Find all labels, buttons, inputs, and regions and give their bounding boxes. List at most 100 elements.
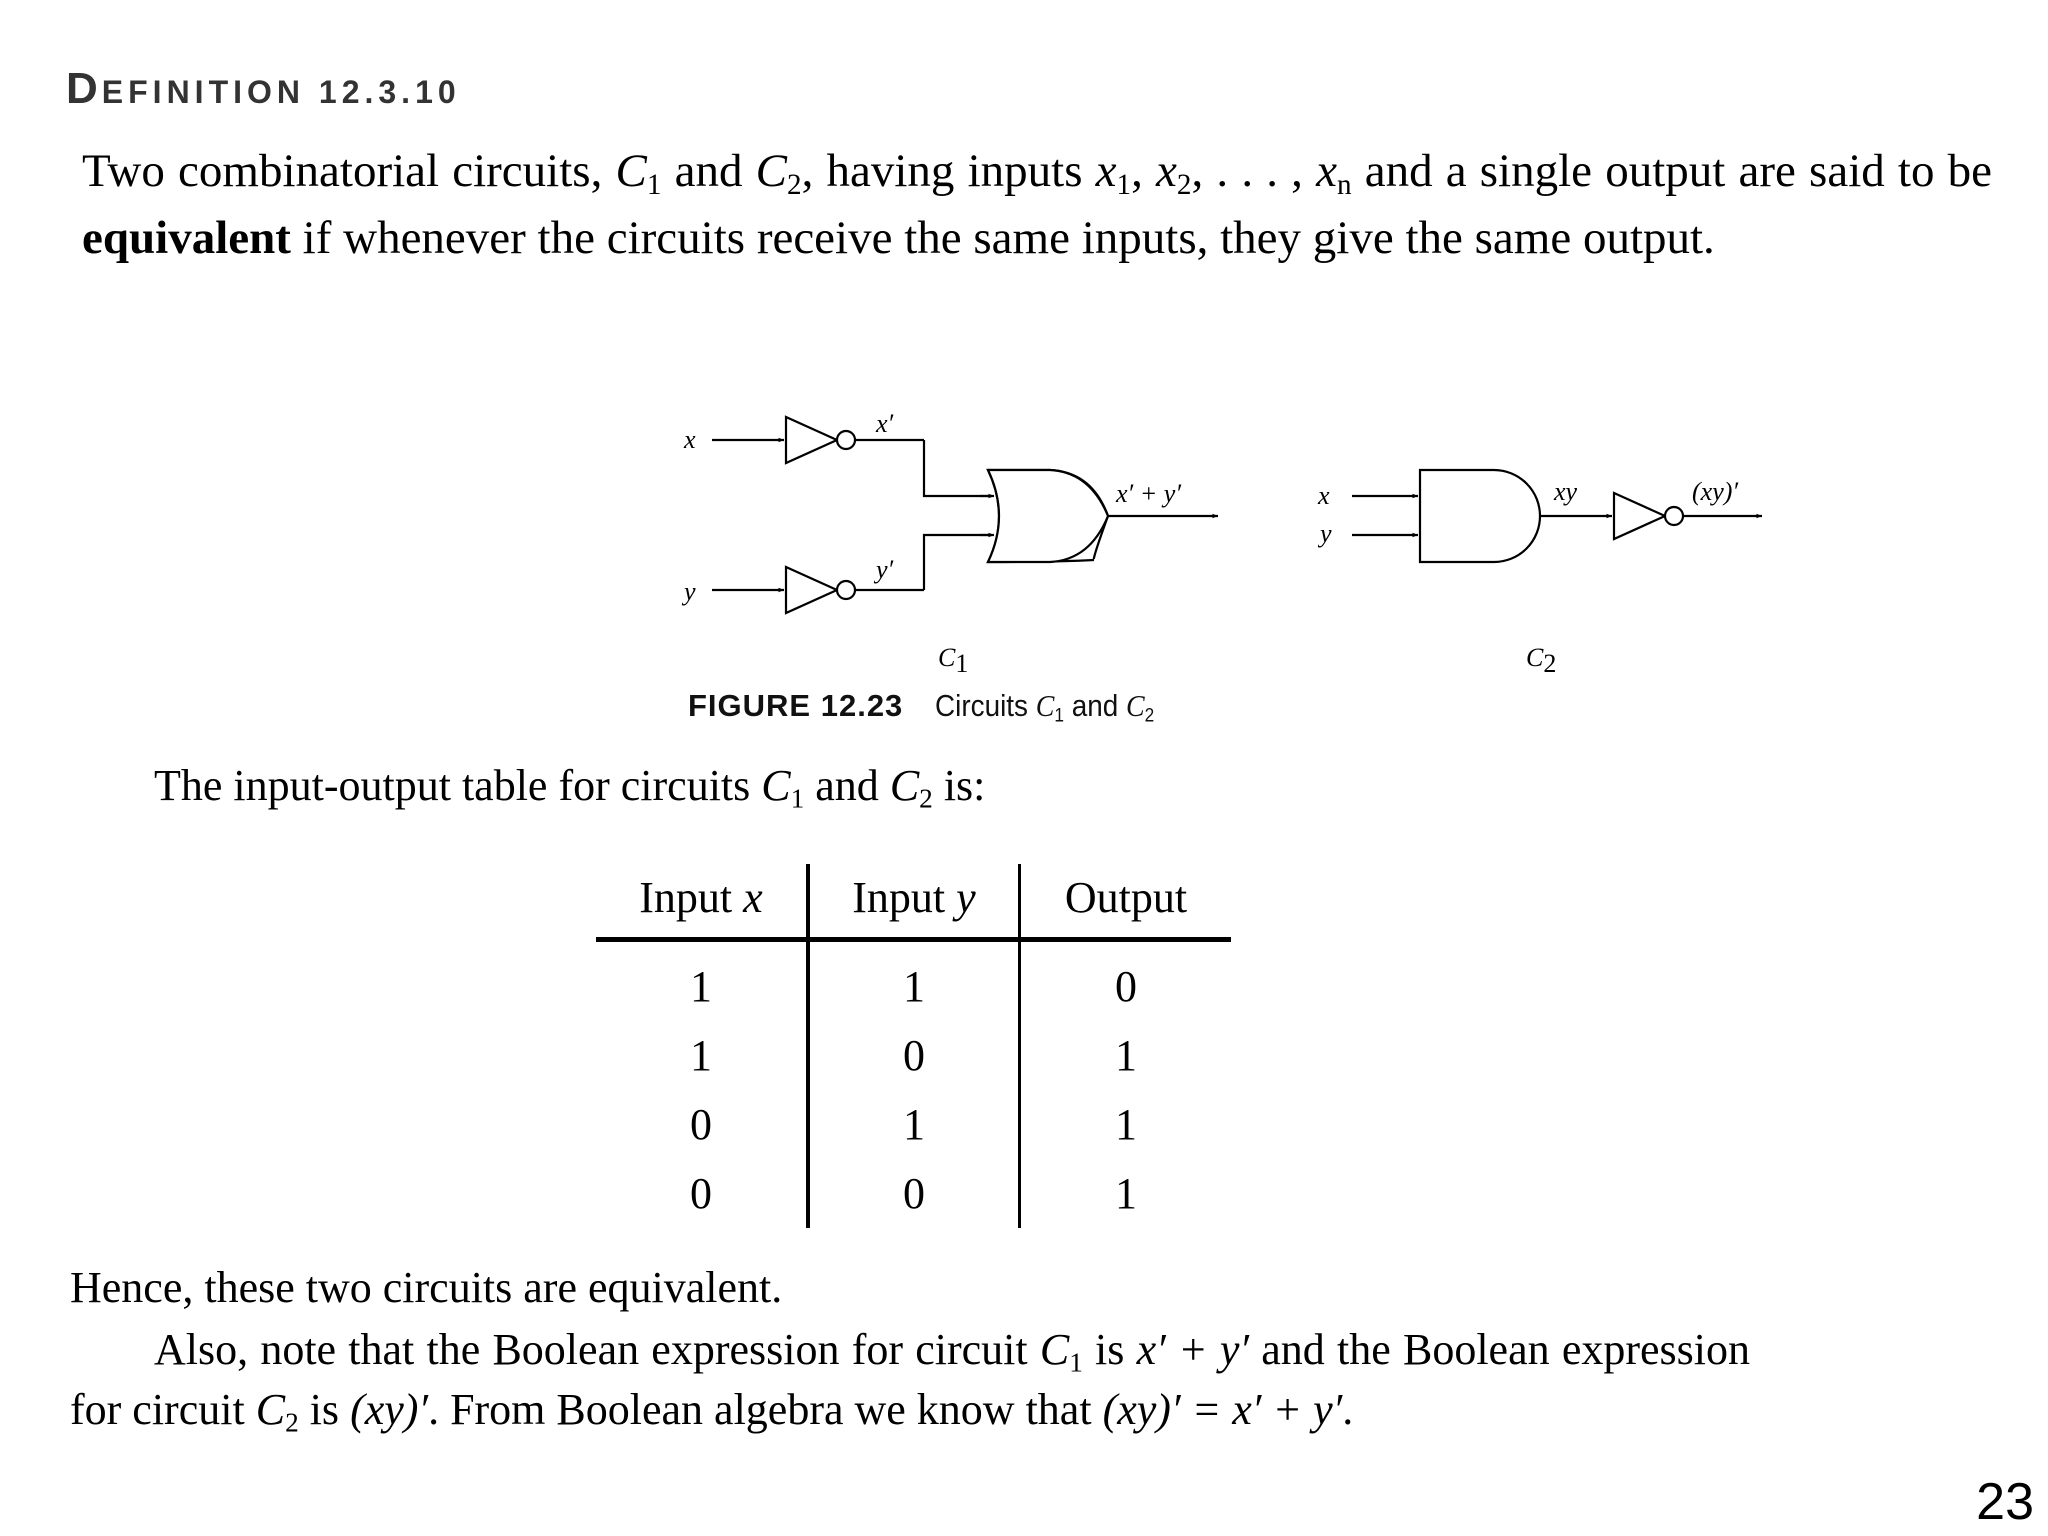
table-row: 1 0 1 [596,1021,1231,1090]
c2-label-xy: xy [1553,477,1578,506]
def-bold-term: equivalent [82,212,291,264]
caption-label: FIGURE 12.23 [688,688,904,723]
c2-label-output: (xy)′ [1692,477,1738,506]
table-cell: 1 [806,1090,1020,1159]
caption-and: and [1064,688,1127,723]
def-text-1: Two combinatorial circuits, [82,145,616,197]
header-input-y-var: y [956,873,976,922]
intro-c1: C [761,761,791,810]
def-text-3: and a single output are said to be [1351,145,1993,197]
table-intro: The input-output table for circuits C1 a… [154,760,985,814]
heading-initial: D [66,64,102,113]
also-text-3: . From Boolean algebra we know that [428,1385,1103,1434]
definition-body: Two combinatorial circuits, C1 and C2, h… [82,138,1992,272]
figure-caption: FIGURE 12.23 Circuits C1 and C2 [688,688,1179,727]
def-x1: x [1095,145,1117,197]
also-text-1: Also, note that the Boolean expression f… [154,1325,1040,1374]
table-cell: 0 [690,1100,712,1149]
also-is-1: is [1082,1325,1137,1374]
c1-label-xprime: x′ [875,409,894,438]
also-is-2: is [298,1385,351,1434]
also-c1-sub: 1 [1069,1347,1083,1378]
c1-not-bubble-x [835,429,857,451]
caption-c1-sub: 1 [1054,705,1065,727]
c2-name-sub: 2 [1543,649,1556,678]
c2-name: C2 [1526,643,1556,678]
table-row: 0 0 1 [596,1159,1231,1228]
also-end: . [1342,1385,1354,1434]
also-text-2: and the Boolean expression for circuit [70,1325,1750,1434]
intro-c2-sub: 2 [919,783,933,814]
circuit-c1 [712,415,1218,615]
table-cell: 0 [1018,939,1231,1021]
c1-or-gate-body [986,468,1110,564]
c2-not-gate [1612,491,1668,541]
conclusion-hence: Hence, these two circuits are equivalent… [70,1263,783,1312]
table-cell: 0 [806,1021,1020,1090]
heading-rest: EFINITION 12.3.10 [101,74,461,110]
table-cell: 1 [1018,1159,1231,1228]
header-output: Output [1018,864,1231,942]
def-comma: , [1131,145,1157,197]
header-input-y: Input y [806,864,1020,942]
header-input-x-word: Input [639,873,744,922]
def-text-2: , having inputs [801,145,1096,197]
table-header-row: Input x Input y Output [596,864,1231,942]
c2-name-letter: C [1526,643,1544,672]
caption-c2: C [1126,688,1145,723]
c1-label-yprime: y′ [873,555,894,584]
def-c1-sub: 1 [646,169,662,202]
header-input-x: Input x [596,864,808,942]
c1-label-x: x [683,425,696,454]
caption-c1: C [1036,688,1055,723]
c1-label-y: y [681,577,696,606]
def-x2: x [1156,145,1177,197]
table-cell: 1 [690,1031,712,1080]
c1-yprime-route [922,533,992,590]
table-row: 1 1 0 [596,939,1231,1021]
c2-label-x: x [1317,481,1330,510]
c1-not-bubble-y [835,579,857,601]
c2-and-gate [1418,468,1542,564]
conclusion-also: Also, note that the Boolean expression f… [70,1320,1750,1440]
header-input-x-var: x [743,873,763,922]
circuit-c2 [1352,468,1762,564]
table-cell: 1 [690,962,712,1011]
def-text-4: if whenever the circuits receive the sam… [290,212,1715,264]
also-expr-3: (xy)′ = x′ + y′ [1102,1385,1343,1434]
def-dots: , . . . , [1191,145,1317,197]
c2-not-bubble [1663,505,1685,527]
table-cell: 0 [806,1159,1020,1228]
also-c2: C [255,1385,286,1434]
c1-not-gate-x [784,415,840,465]
intro-c2: C [889,761,920,810]
table-cell: 0 [690,1169,712,1218]
page-number: 23 [1976,1473,2034,1531]
c2-label-y: y [1317,519,1332,548]
also-expr-1: x′ + y′ [1136,1325,1250,1374]
table-cell: 1 [1018,1021,1231,1090]
def-c2: C [755,145,787,197]
intro-and: and [804,761,890,810]
def-and: and [661,145,756,197]
also-c2-sub: 2 [285,1407,299,1438]
header-input-y-word: Input [852,873,957,922]
def-xn: x [1316,145,1337,197]
caption-text-1: Circuits [935,688,1037,723]
header-output-word: Output [1064,873,1188,922]
table-cell: 1 [1018,1090,1231,1159]
def-c1: C [615,145,647,197]
def-x1-sub: 1 [1116,169,1132,202]
def-xn-sub: n [1336,169,1352,202]
input-output-table: Input x Input y Output 1 1 0 1 0 1 0 1 1… [596,864,1231,1228]
caption-text: Circuits C1 and C2 [935,688,1154,727]
also-expr-2: (xy)′ [350,1385,429,1434]
intro-text-1: The input-output table for circuits [154,761,762,810]
circuit-figure: x y x′ y′ x′ + y′ x y xy (xy)′ C1 C2 [681,409,1762,678]
intro-c1-sub: 1 [790,783,805,814]
c1-label-output: x′ + y′ [1115,479,1181,508]
c1-xprime-route [922,440,992,498]
definition-heading: DEFINITION 12.3.10 [66,64,461,114]
c1-name-letter: C [938,643,956,672]
def-c2-sub: 2 [787,169,802,202]
